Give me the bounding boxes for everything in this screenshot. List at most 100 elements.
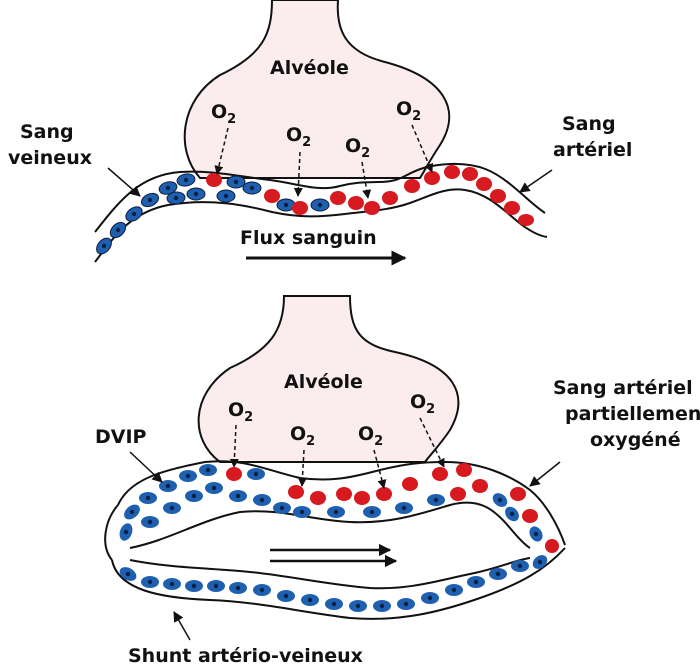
red-blood-cell-venous [397,598,415,610]
dvip-label: DVIP [95,426,147,448]
red-blood-cell-arterial [476,177,492,191]
red-blood-cell-venous [199,464,217,476]
sang-arteriel-partiel-pointer [529,461,561,487]
sang-arteriel-partiel-label-2: partiellement [565,403,700,425]
top-arterial-cells [206,165,534,226]
red-blood-cell-arterial [348,196,364,210]
sang-arteriel-partiel-label-1: Sang artériel [553,377,693,399]
red-blood-cell-venous [445,584,463,596]
sang-arteriel-label-2: artériel [553,139,632,161]
bottom-shunt-upper-wall [129,557,531,590]
red-blood-cell-venous [247,468,265,480]
red-blood-cell-arterial [450,487,466,501]
red-blood-cell-arterial [545,539,559,553]
sang-arteriel-pointer [519,169,553,193]
bottom-upper-outer-wall [117,460,566,546]
flux-sanguin-label: Flux sanguin [240,227,377,249]
bottom-o2-label-2: O2 [290,423,315,449]
red-blood-cell-venous [166,191,186,205]
red-blood-cell-arterial [336,487,352,501]
red-blood-cell-arterial [472,479,488,493]
bottom-o2-label-3: O2 [358,423,383,449]
top-alveole-label: Alvéole [270,57,349,79]
red-blood-cell-venous [216,189,236,203]
red-blood-cell-venous [253,584,271,596]
bottom-alveole [197,295,460,463]
red-blood-cell-arterial [288,485,304,499]
red-blood-cell-arterial [264,189,280,203]
top-alveole [183,0,451,179]
red-blood-cell-arterial [292,201,308,215]
red-blood-cell-arterial [364,201,380,215]
red-blood-cell-arterial [424,171,440,185]
red-blood-cell-arterial [330,191,346,205]
bottom-shunt-lower-wall [111,547,566,620]
red-blood-cell-venous [119,567,137,581]
bottom-arterial-cells [226,463,559,553]
top-o2-arrow-3 [361,161,372,199]
red-blood-cell-venous [140,192,160,208]
top-o2-arrow-2 [293,151,303,197]
red-blood-cell-arterial [226,467,242,481]
red-blood-cell-venous [253,494,271,506]
red-blood-cell-arterial [404,179,420,193]
red-blood-cell-venous [505,506,519,522]
red-blood-cell-arterial [206,173,222,187]
bottom-upper-inner-wall [129,501,531,549]
top-o2-label-2: O2 [286,124,311,150]
red-blood-cell-venous [467,576,485,588]
red-blood-cell-arterial [382,191,398,205]
red-blood-cell-arterial [402,477,418,491]
red-blood-cell-venous [327,506,345,518]
red-blood-cell-venous [229,582,247,594]
bottom-o2-arrow-2 [297,449,307,487]
sang-veineux-label-2: veineux [8,147,92,169]
sang-veineux-label: Sang [20,121,74,143]
red-blood-cell-venous [185,580,203,592]
red-blood-cell-venous [492,493,508,507]
red-blood-cell-venous [325,598,343,610]
red-blood-cell-venous [163,578,181,590]
red-blood-cell-venous [363,506,381,518]
bottom-o2-arrow-4 [419,417,445,468]
red-blood-cell-venous [205,482,223,494]
red-blood-cell-venous [186,187,206,201]
red-blood-cell-venous [163,502,181,514]
red-blood-cell-arterial [456,463,472,477]
top-o2-label-3: O2 [345,135,370,161]
top-venous-cells [96,173,330,255]
top-o2-label-4: O2 [396,98,421,124]
bottom-o2-label-4: O2 [410,391,435,417]
dvip-pointer [129,451,163,483]
shunt-pointer [173,611,191,641]
red-blood-cell-venous [349,600,367,612]
bottom-o2-arrow-1 [229,424,239,468]
top-capillary-lower-wall [94,188,548,263]
red-blood-cell-arterial [432,467,448,481]
red-blood-cell-venous [124,504,140,520]
top-o2-arrow-1 [214,127,229,175]
red-blood-cell-arterial [462,167,478,181]
top-capillary-upper-wall [94,162,546,233]
red-blood-cell-venous [179,470,197,482]
red-blood-cell-arterial [310,491,326,505]
bottom-alveole-label: Alvéole [284,371,363,393]
red-blood-cell-venous [139,492,157,504]
red-blood-cell-venous [207,580,225,592]
red-blood-cell-arterial [444,165,460,179]
bottom-left-closure [104,504,119,561]
red-blood-cell-venous [159,480,177,492]
red-blood-cell-venous [489,568,507,580]
sang-arteriel-label: Sang [562,113,616,135]
top-o2-label-1: O2 [211,101,236,127]
red-blood-cell-venous [427,494,445,506]
red-blood-cell-arterial [504,201,520,215]
red-blood-cell-venous [273,502,291,514]
top-o2-arrow-4 [411,124,433,173]
red-blood-cell-venous [421,592,439,604]
red-blood-cell-venous [119,523,133,541]
red-blood-cell-venous [242,181,262,195]
red-blood-cell-venous [125,206,143,222]
red-blood-cell-arterial [376,487,392,501]
